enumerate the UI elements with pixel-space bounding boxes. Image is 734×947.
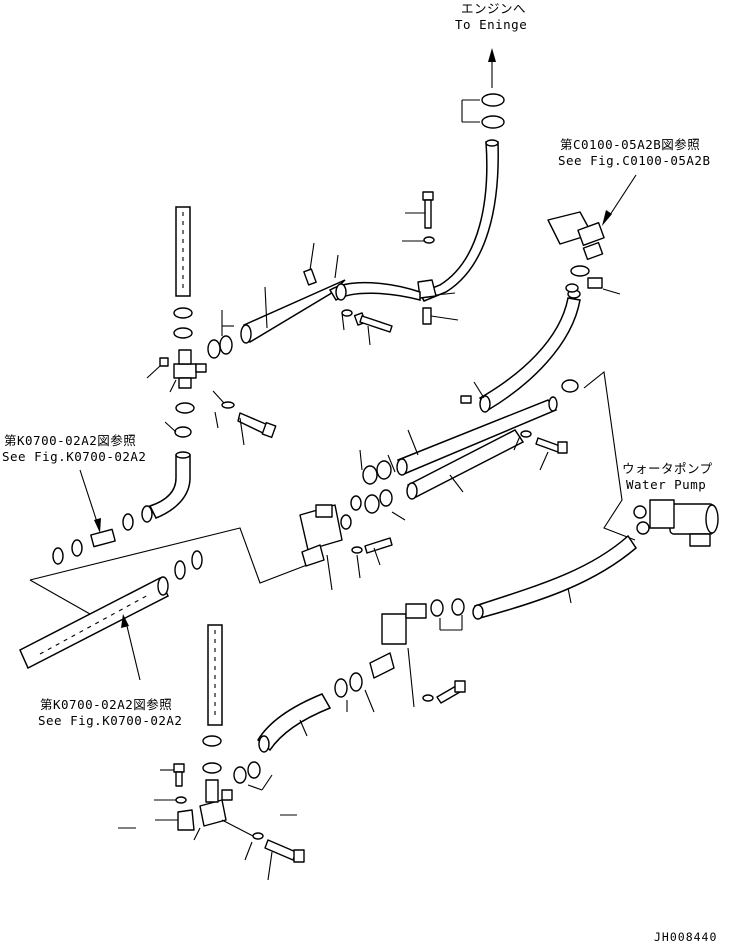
bolt-bottom-right <box>221 814 305 881</box>
engine-arrow <box>488 48 496 88</box>
drawing-number: JH008440 <box>654 930 718 944</box>
bolt-washer-center <box>351 537 393 579</box>
ref-arrows-bottom <box>121 614 141 681</box>
bolt-bottom-left <box>118 763 187 829</box>
valve-center <box>299 504 343 591</box>
clamps-bottom <box>202 735 273 791</box>
ref-k0700-left-label-en: See Fig.K0700-02A2 <box>2 449 147 464</box>
washer-mid-upper <box>341 309 353 331</box>
bolt-washer-right <box>513 430 568 471</box>
ref-c0100-label-en: See Fig.C0100-05A2B <box>558 153 711 168</box>
engine-label-en: To Eninge <box>455 17 528 32</box>
clamps-left-mid <box>164 402 195 438</box>
pipe-run-right <box>561 370 636 541</box>
ref-k0700-left-label-jp: 第K0700-02A2図参照 <box>4 433 137 448</box>
hose-clamp-top <box>461 93 505 129</box>
clamps-left-lower <box>174 550 203 580</box>
hose-upper-curved <box>418 139 499 302</box>
clamps-lower-right <box>430 598 465 631</box>
valve-upper-right <box>547 211 621 295</box>
valve-lower <box>369 603 427 708</box>
hose-lower-right <box>472 534 637 620</box>
tee-fitting-lower <box>177 779 233 841</box>
hose-left-vertical-top <box>175 206 191 297</box>
engine-label-jp: エンジンへ <box>461 1 527 16</box>
pin-upper <box>303 242 317 286</box>
hose-lower-center <box>257 693 332 753</box>
hose-bottom-vertical <box>207 624 223 726</box>
hose-left-long <box>19 576 169 670</box>
clamps-left-horizontal <box>52 505 153 565</box>
ref-k0700-bottom-label-en: See Fig.K0700-02A2 <box>38 713 183 728</box>
washer-bolt-mid-left <box>212 390 277 446</box>
ref-c0100-label-jp: 第C0100-05A2B図参照 <box>560 137 701 152</box>
water-pump-label-en: Water Pump <box>626 477 707 492</box>
ref-arrow-left <box>79 469 101 533</box>
hose-upper-straight <box>240 279 421 344</box>
bolt-lower-right <box>422 680 466 704</box>
washer-upper <box>402 236 435 244</box>
hose-center-long <box>460 289 581 413</box>
clamps-lower-center <box>334 672 375 713</box>
hose-center-parallel <box>396 396 558 500</box>
clamp-upper-hose <box>334 254 347 301</box>
spacer-upper <box>422 307 459 325</box>
clamps-left-top <box>173 307 234 359</box>
water-pump-label-jp: ウォータポンプ <box>622 461 713 476</box>
water-pump <box>633 499 719 547</box>
hose-left-curved <box>148 451 191 519</box>
tee-fitting-upper <box>146 349 207 393</box>
clamps-center <box>340 449 406 530</box>
pipe-run-left <box>29 527 321 615</box>
bolt-horizontal-upper <box>353 312 393 346</box>
ref-arrow-right <box>602 174 637 226</box>
ref-k0700-bottom-label-jp: 第K0700-02A2図参照 <box>40 697 173 712</box>
bolt-upper <box>405 191 434 229</box>
